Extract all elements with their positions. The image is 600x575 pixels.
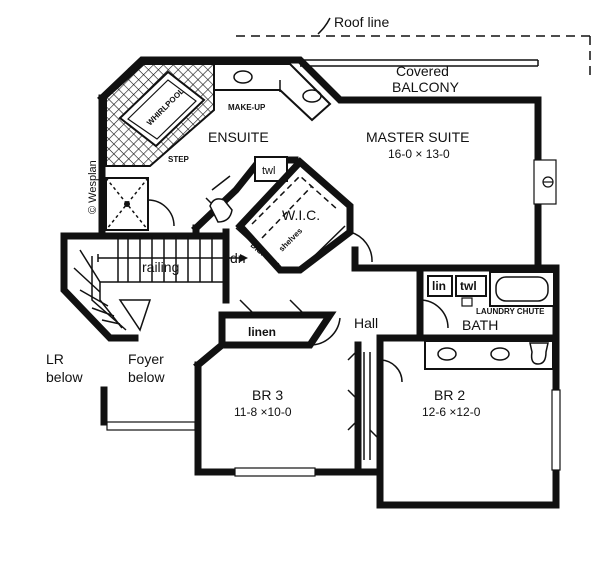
br3-label: BR 3	[252, 387, 283, 403]
br3-dim: 11-8 ×10-0	[234, 405, 292, 419]
roof-line-label: Roof line	[334, 14, 389, 30]
makeup-label: MAKE-UP	[228, 103, 266, 112]
covered-label: Covered	[396, 63, 449, 79]
foyer-below-label: below	[128, 369, 165, 385]
hall-label: Hall	[354, 315, 378, 331]
whirlpool-platform	[105, 63, 215, 167]
wesplan-mark: © Wesplan	[87, 160, 99, 214]
master-suite-dim: 16-0 × 13-0	[388, 147, 450, 161]
wic-label: W.I.C.	[282, 207, 320, 223]
shower	[105, 177, 175, 231]
roof-line	[236, 17, 591, 80]
shelves-label: shelves	[277, 226, 305, 254]
step-label: STEP	[168, 155, 190, 164]
master-suite-label: MASTER SUITE	[366, 129, 469, 145]
laundry-chute-label: LAUNDRY CHUTE	[476, 307, 545, 316]
windows	[106, 159, 561, 477]
display-label: DISPLAY	[249, 241, 281, 270]
lr-below-label: below	[46, 369, 83, 385]
br2-label: BR 2	[434, 387, 465, 403]
twl-bath-label: twl	[460, 279, 477, 293]
foyer-label: Foyer	[128, 351, 164, 367]
bath-label: BATH	[462, 317, 498, 333]
lr-label: LR	[46, 351, 64, 367]
railing-label: railing	[142, 259, 179, 275]
lin-label: lin	[432, 279, 446, 293]
br2-dim: 12-6 ×12-0	[422, 405, 481, 419]
balcony-label: BALCONY	[392, 79, 460, 95]
makeup-vanity	[213, 63, 332, 122]
stairs	[60, 232, 248, 342]
ensuite-walls	[191, 156, 299, 240]
balcony-rail	[300, 59, 539, 67]
ensuite-label: ENSUITE	[208, 129, 269, 145]
linen-label: linen	[248, 325, 276, 339]
walk-in-closet	[235, 157, 373, 274]
bath-fixtures	[424, 271, 555, 370]
interior-walls	[218, 228, 560, 476]
twl-top-label: twl	[262, 165, 275, 177]
stairs-down-label: dn	[230, 250, 246, 266]
